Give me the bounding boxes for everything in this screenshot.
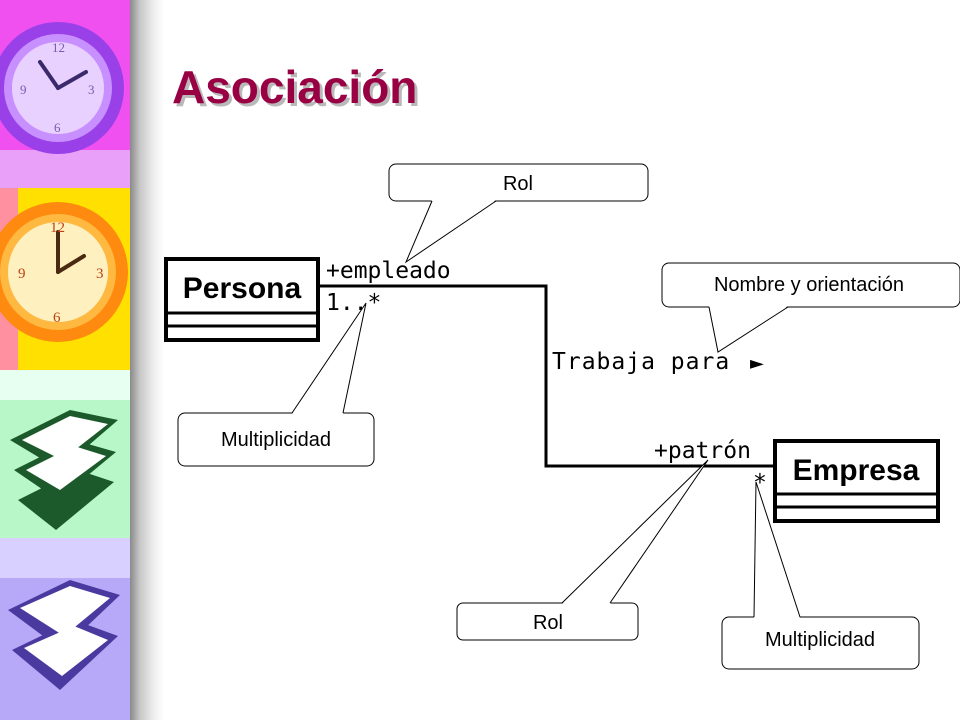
slide-title: Asociación [172,61,418,113]
callout-rol-top-text: Rol [503,173,533,195]
orange-clock-panel: 12 3 6 9 [0,188,130,370]
callout-multiplicidad-left-text: Multiplicidad [221,429,331,451]
callout-multiplicidad-right: Multiplicidad [721,481,920,670]
sidebar-shadow [130,0,164,720]
class-empresa: Empresa [773,439,940,523]
callout-rol-top: Rol [388,163,649,264]
decorative-sidebar: 12 3 6 9 12 3 6 9 [0,0,130,720]
role-empleado: +empleado [326,258,451,284]
svg-text:3: 3 [96,266,104,282]
callout-multiplicidad-right-text: Multiplicidad [765,629,875,651]
class-persona: Persona [164,257,320,342]
callout-nombre-orientacion: Nombre y orientación [661,262,960,353]
class-empresa-name: Empresa [793,454,920,487]
clock-icon [38,60,88,90]
lavender-books-panel [0,538,130,720]
purple-clock-panel: 12 3 6 9 [0,0,130,188]
svg-text:12: 12 [52,40,65,55]
green-books-panel [0,370,130,538]
clock-icon [56,230,86,274]
svg-text:12: 12 [50,220,65,236]
association-line [318,284,775,468]
association-name: Trabaja para [552,349,730,375]
callout-rol-bottom: Rol [456,459,709,641]
direction-arrow-icon: ► [750,353,764,374]
svg-text:6: 6 [54,120,61,135]
svg-text:9: 9 [18,266,26,282]
multiplicity-left: 1..* [326,290,381,316]
svg-text:9: 9 [20,82,27,97]
class-persona-name: Persona [183,272,302,305]
callout-rol-bottom-text: Rol [533,612,563,634]
role-patron: +patrón [654,438,751,464]
multiplicity-right: * [753,470,767,496]
callout-nombre-orientacion-text: Nombre y orientación [714,274,904,296]
svg-text:6: 6 [53,310,61,326]
svg-text:3: 3 [88,82,95,97]
callout-multiplicidad-left: Multiplicidad [177,302,375,467]
